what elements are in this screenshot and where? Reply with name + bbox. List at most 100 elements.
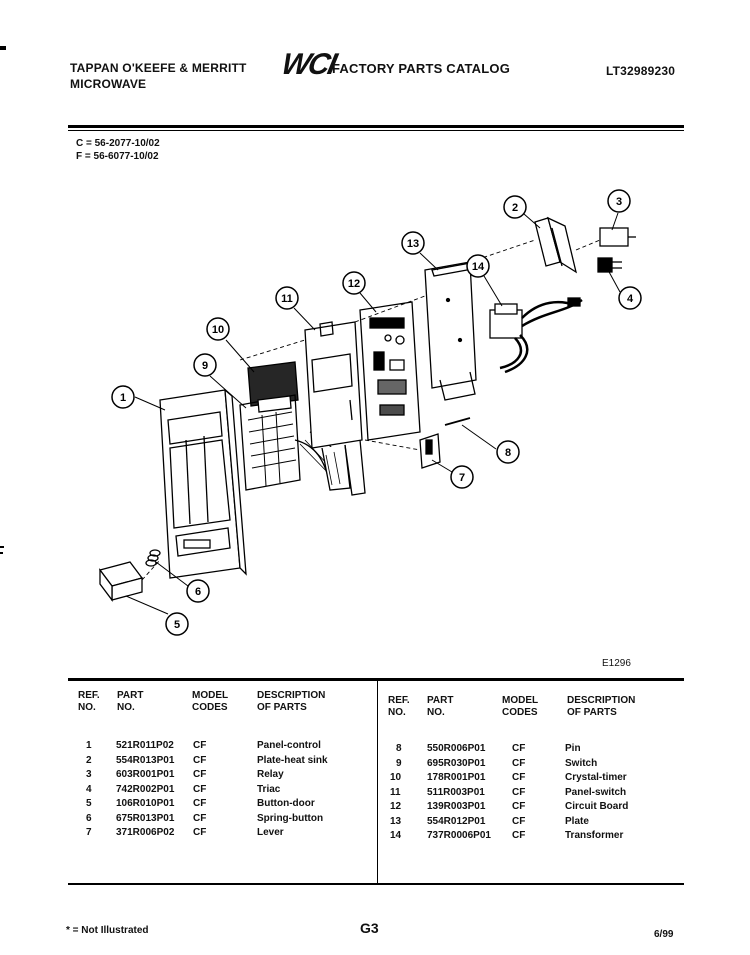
button-door-part: [98, 561, 144, 602]
ref-cell: 14: [390, 830, 402, 841]
callout-11: 11: [275, 286, 316, 331]
svg-text:8: 8: [505, 447, 511, 459]
part-cell: 371R006P02: [116, 827, 175, 838]
svg-text:9: 9: [202, 360, 208, 372]
plate-part: [424, 261, 479, 401]
callout-4: 4: [607, 269, 642, 310]
lever-part: [419, 433, 441, 469]
codes-cell: CF: [512, 815, 526, 827]
callout-5: 5: [125, 595, 189, 636]
catalog-title: FACTORY PARTS CATALOG: [332, 61, 511, 76]
svg-text:2: 2: [512, 202, 518, 214]
model-number: LT32989230: [606, 64, 676, 78]
codes-cell: CF: [512, 772, 526, 783]
left-header-model: MODEL CODES: [192, 690, 228, 714]
callout-8: 8: [461, 424, 520, 464]
ref-cell: 2: [86, 754, 92, 766]
header-model-line2: CODES: [192, 702, 228, 713]
company-name: TAPPAN O'KEEFE & MERRITT: [70, 61, 247, 75]
part-cell: 550R006P01: [427, 743, 486, 754]
header-part-line1: PART: [117, 690, 144, 701]
callout-13: 13: [401, 231, 439, 271]
model-code-c: C = 56-2077-10/02: [76, 138, 160, 149]
codes-cell: CF: [193, 740, 207, 751]
part-cell: 178R001P01: [427, 772, 486, 783]
header-ref-line2: NO.: [78, 702, 96, 713]
transformer-part: [489, 297, 583, 374]
svg-text:3: 3: [616, 196, 622, 208]
callout-14: 14: [466, 254, 503, 307]
part-cell: 695R030P01: [427, 757, 486, 769]
callout-1: 1: [111, 385, 166, 411]
codes-cell: CF: [193, 798, 207, 809]
desc-cell: Plate-heat sink: [257, 754, 328, 766]
header-part-line2: NO.: [427, 707, 445, 718]
svg-text:1: 1: [120, 392, 126, 404]
header-model-line2: CODES: [502, 707, 538, 718]
left-header-part: PART NO.: [117, 690, 143, 714]
svg-text:6: 6: [195, 586, 201, 598]
page-number: G3: [360, 920, 379, 936]
ref-cell: 3: [86, 769, 92, 780]
ref-cell: 8: [396, 743, 402, 754]
header-model-line1: MODEL: [192, 690, 229, 701]
header-part-line1: PART: [427, 695, 454, 706]
desc-cell: Spring-button: [257, 812, 324, 824]
svg-text:7: 7: [459, 472, 465, 484]
right-header-desc: DESCRIPTION OF PARTS: [567, 695, 635, 719]
ref-cell: 1: [86, 740, 92, 751]
part-cell: 603R001P01: [116, 769, 175, 780]
left-header-ref: REF. NO.: [78, 690, 100, 714]
ref-cell: 11: [390, 786, 401, 798]
callout-7: 7: [431, 459, 474, 489]
right-header-part: PART NO.: [427, 695, 453, 719]
part-cell: 675R013P01: [116, 812, 175, 824]
codes-cell: CF: [512, 830, 526, 841]
left-header-desc: DESCRIPTION OF PARTS: [257, 690, 325, 714]
header-model-line1: MODEL: [502, 695, 539, 706]
desc-cell: Circuit Board: [565, 801, 629, 812]
header-ref-line1: REF.: [388, 695, 410, 706]
codes-cell: CF: [512, 786, 526, 798]
ref-cell: 4: [86, 783, 92, 795]
figure-code: E1296: [602, 658, 631, 669]
part-cell: 737R0006P01: [427, 830, 491, 841]
codes-cell: CF: [193, 769, 207, 780]
svg-text:5: 5: [174, 619, 180, 631]
svg-text:11: 11: [281, 293, 293, 305]
scan-edge-mark: [0, 46, 6, 50]
circuit-board-part: [359, 301, 421, 441]
part-cell: 521R011P02: [116, 740, 174, 751]
svg-text:12: 12: [348, 278, 360, 290]
panel-control-part: [159, 388, 247, 579]
catalog-date: 6/99: [654, 929, 674, 940]
table-bottom-rule: [68, 883, 684, 885]
crystal-timer-part: [247, 361, 299, 413]
desc-cell: Lever: [257, 827, 284, 838]
header-rule-thin: [68, 130, 684, 131]
heat-sink-part: [534, 216, 578, 274]
codes-cell: CF: [512, 743, 526, 754]
codes-cell: CF: [193, 754, 207, 766]
table-top-rule: [68, 678, 684, 681]
ref-cell: 6: [86, 812, 92, 824]
desc-cell: Panel-switch: [565, 786, 627, 798]
part-cell: 554R012P01: [427, 815, 486, 827]
model-code-f: F = 56-6077-10/02: [76, 151, 159, 162]
callout-3: 3: [607, 189, 631, 231]
header-part-line2: NO.: [117, 702, 135, 713]
part-cell: 106R010P01: [116, 798, 175, 809]
exploded-parts-diagram: 1 2 3 4 5 6 7 8 9 10 11 12 13 14: [98, 189, 642, 636]
